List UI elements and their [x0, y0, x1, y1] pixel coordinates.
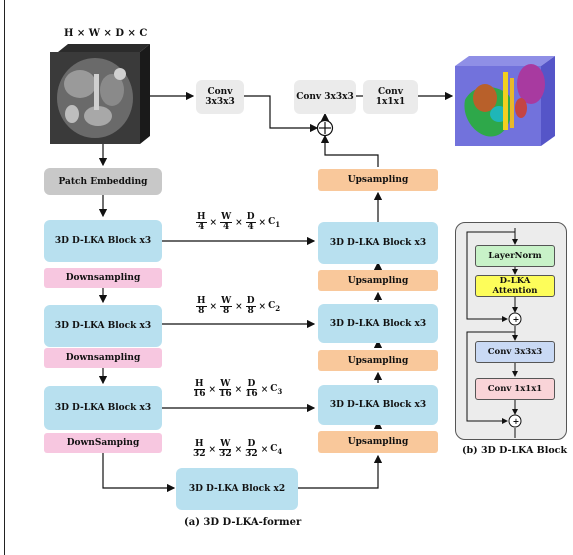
encoder-block-1: 3D D-LKA Block x3	[44, 220, 162, 262]
encoder-block-3: 3D D-LKA Block x3	[44, 386, 162, 430]
fraction-numerator: W	[219, 379, 232, 390]
left-border-rule	[4, 0, 5, 555]
fraction-denominator: 16	[219, 389, 232, 399]
layernorm: LayerNorm	[475, 245, 555, 267]
fraction-numerator: H	[196, 212, 207, 223]
output-segmentation-render	[455, 52, 555, 148]
fraction-denominator: 4	[198, 222, 205, 232]
decoder-block-3: 3D D-LKA Block x3	[318, 385, 438, 425]
upsampling-3: Upsampling	[318, 431, 438, 453]
input-shape-label: H × W × D × C	[64, 28, 148, 39]
fraction-numerator: W	[219, 439, 232, 450]
channel-subscript: 1	[275, 219, 281, 229]
channel-symbol: C4	[270, 443, 283, 456]
times-sign: ×	[208, 444, 217, 455]
encoder-block-2: 3D D-LKA Block x3	[44, 305, 162, 347]
fraction-denominator: 4	[247, 222, 254, 232]
times-sign: ×	[234, 384, 243, 395]
times-sign: ×	[208, 384, 217, 395]
patch-embedding: Patch Embedding	[44, 168, 162, 195]
input-ct-volume	[50, 44, 150, 144]
dlka-attention: D-LKA Attention	[475, 275, 555, 297]
conv-1x1x1-decoder: Conv 1x1x1	[363, 80, 418, 114]
dlka-plus-1: +	[512, 314, 520, 324]
conv-3x3x3-top: Conv 3x3x3	[196, 80, 244, 114]
decoder-block-2: 3D D-LKA Block x3	[318, 304, 438, 343]
upsampling-1: Upsampling	[318, 270, 438, 291]
caption-a: (a) 3D D-LKA-former	[184, 517, 302, 528]
bottleneck-block: 3D D-LKA Block x2	[176, 468, 298, 510]
channel-symbol: C3	[270, 383, 283, 396]
fraction-denominator: 4	[222, 222, 230, 232]
downsampling-2: Downsampling	[44, 348, 162, 368]
downsampling-3: DownSamping	[44, 433, 162, 453]
dlka-block-panel: + + LayerNorm D-LKA Attention Conv 3x3x3…	[455, 222, 567, 440]
times-sign: ×	[234, 444, 243, 455]
times-sign: ×	[260, 444, 269, 455]
times-sign: ×	[209, 217, 218, 228]
dlka-conv-3x3x3: Conv 3x3x3	[475, 341, 555, 363]
times-sign: ×	[258, 301, 267, 312]
decoder-block-1: 3D D-LKA Block x3	[318, 222, 438, 264]
fraction-denominator: 32	[193, 449, 206, 459]
conv-3x3x3-decoder: Conv 3x3x3	[294, 80, 356, 114]
dlka-block-wires	[466, 228, 522, 438]
fraction-denominator: 8	[222, 306, 230, 316]
fraction-numerator: H	[196, 296, 207, 307]
fraction-denominator: 16	[245, 389, 258, 399]
fraction-numerator: D	[246, 439, 257, 450]
caption-b: (b) 3D D-LKA Block	[462, 445, 568, 456]
channel-symbol: C1	[268, 216, 281, 229]
fraction-denominator: 8	[247, 306, 254, 316]
fraction-denominator: 8	[198, 306, 205, 316]
downsampling-1: Downsampling	[44, 268, 162, 288]
dlka-conv-1x1x1: Conv 1x1x1	[475, 378, 555, 400]
fraction-numerator: D	[246, 379, 257, 390]
fraction-numerator: W	[220, 212, 233, 223]
times-sign: ×	[235, 301, 243, 312]
dlka-plus-2: +	[512, 416, 520, 426]
times-sign: ×	[258, 217, 267, 228]
channel-symbol: C2	[268, 300, 281, 313]
channel-subscript: 2	[275, 303, 281, 313]
channel-subscript: 4	[277, 446, 283, 456]
fraction-denominator: 32	[219, 449, 232, 459]
channel-subscript: 3	[277, 386, 283, 396]
fraction-numerator: D	[245, 212, 256, 223]
times-sign: ×	[209, 301, 218, 312]
upsampling-2: Upsampling	[318, 350, 438, 371]
fraction-numerator: W	[220, 296, 233, 307]
times-sign: ×	[260, 384, 269, 395]
fraction-numerator: H	[194, 439, 205, 450]
times-sign: ×	[235, 217, 243, 228]
fraction-denominator: 16	[193, 389, 206, 399]
upsampling-top: Upsampling	[318, 169, 438, 191]
fraction-denominator: 32	[245, 449, 258, 459]
fraction-numerator: D	[245, 296, 256, 307]
fraction-numerator: H	[194, 379, 205, 390]
